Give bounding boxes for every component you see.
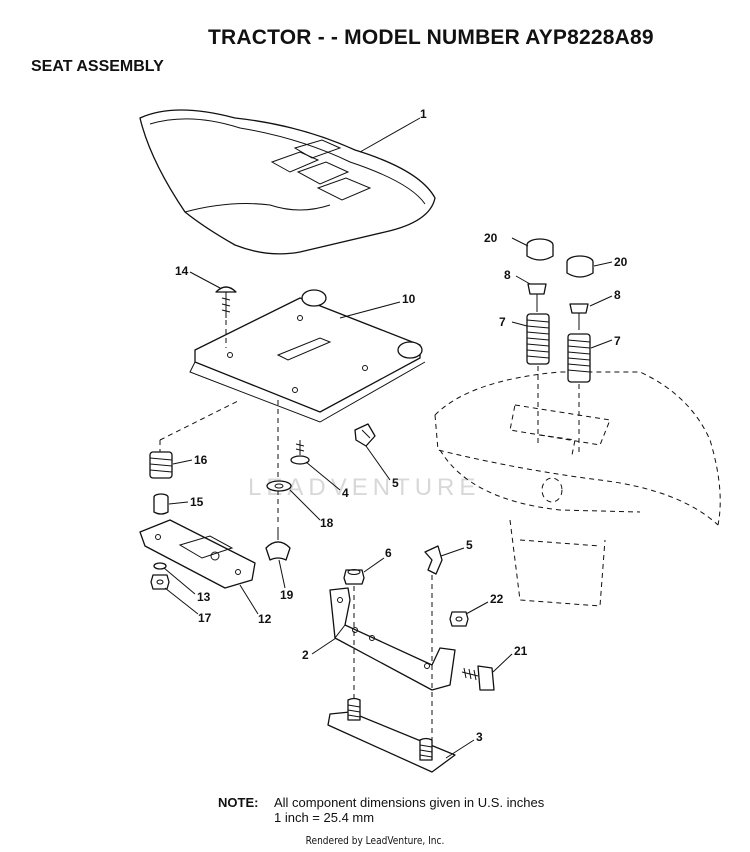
nut-6	[343, 569, 365, 585]
note-line-1: All component dimensions given in U.S. i…	[274, 795, 545, 810]
knob	[265, 527, 291, 561]
page-title: TRACTOR - - MODEL NUMBER AYP8228A89	[208, 26, 654, 49]
note-line-2: 1 inch = 25.4 mm	[274, 810, 375, 825]
callout-spacer: 15	[190, 495, 204, 509]
mounting-bracket	[329, 587, 456, 691]
callout-bolt-left: 8	[504, 268, 511, 282]
nut-22	[449, 611, 469, 627]
bolt-21	[461, 665, 495, 691]
fender-outline	[434, 371, 721, 607]
spring-left	[526, 313, 550, 365]
callout-seat: 1	[420, 107, 427, 121]
clip-upper	[354, 423, 376, 447]
bottom-plate	[327, 697, 456, 773]
nut-17	[150, 562, 170, 590]
bushing-right	[566, 255, 594, 278]
callout-nut-6: 6	[385, 546, 392, 560]
callout-washer-4: 4	[342, 486, 349, 500]
seat-pan	[189, 289, 426, 423]
washer	[266, 480, 292, 492]
clip-lower	[424, 545, 443, 575]
callout-spring-16: 16	[194, 453, 208, 467]
footer-credit: Rendered by LeadVenture, Inc.	[305, 834, 445, 847]
bushing-left	[526, 238, 554, 261]
callout-bushing-right: 20	[614, 255, 628, 269]
callout-nut-22: 22	[490, 592, 504, 606]
callout-spring-right: 7	[614, 334, 621, 348]
callout-bolt-right: 8	[614, 288, 621, 302]
callout-spring-left: 7	[499, 315, 506, 329]
leader-lines	[163, 117, 613, 759]
note-body: All component dimensions given in U.S. i…	[274, 795, 544, 825]
callout-knob: 19	[280, 588, 294, 602]
slide-plate	[139, 519, 256, 589]
seat	[139, 109, 436, 255]
spacer	[153, 493, 169, 515]
bolt-right	[569, 303, 589, 330]
callout-clip-upper: 5	[392, 476, 399, 490]
callout-bushing-left: 20	[484, 231, 498, 245]
callout-washer-18: 18	[320, 516, 334, 530]
callout-seat-pan: 10	[402, 292, 416, 306]
callout-nut-17: 17	[198, 611, 212, 625]
note-label: NOTE:	[218, 795, 259, 810]
callout-bottom-plate: 3	[476, 730, 483, 744]
callout-bolt-21: 21	[514, 644, 528, 658]
spring-right	[567, 333, 591, 383]
callout-bracket: 2	[302, 648, 309, 662]
callout-slide-plate: 12	[258, 612, 272, 626]
section-title: SEAT ASSEMBLY	[31, 58, 164, 75]
spring-16	[149, 451, 173, 479]
callout-clip-lower: 5	[466, 538, 473, 552]
dimension-note: NOTE: All component dimensions given in U…	[218, 795, 544, 825]
callout-carriage-bolt: 14	[175, 264, 189, 278]
carriage-bolt	[215, 286, 237, 348]
bolt-left	[527, 283, 547, 312]
washer-bolt	[290, 440, 310, 465]
callout-part-13: 13	[197, 590, 211, 604]
